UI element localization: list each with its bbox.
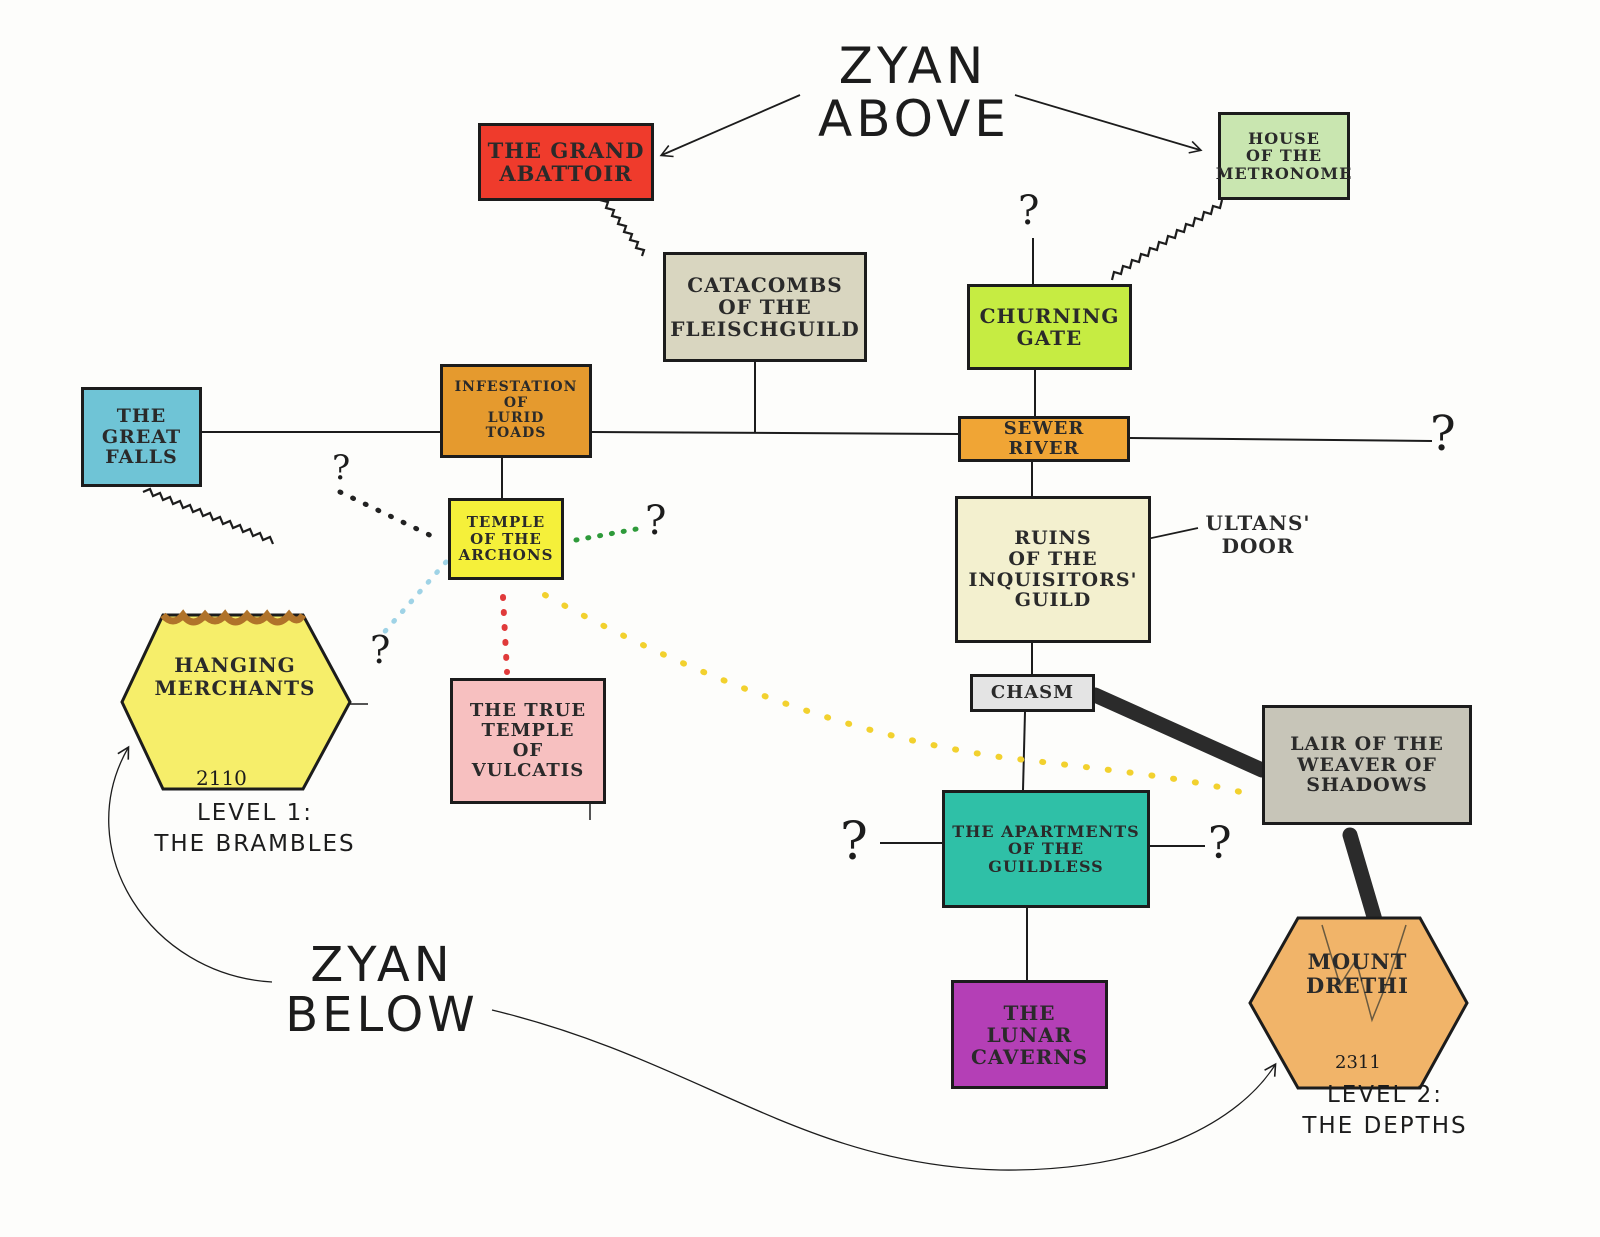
level-2-label: LEVEL 2: THE DEPTHS [1302, 1082, 1468, 1140]
level-1-label: LEVEL 1: THE BRAMBLES [154, 800, 356, 858]
stairs-metronome-churning [1110, 199, 1224, 281]
node-lunar[interactable]: THE LUNAR CAVERNS [951, 980, 1108, 1089]
unknown-above-churning: ? [1018, 188, 1040, 234]
stairs-abattoir-catacombs [599, 198, 646, 257]
unknown-southwest-temple: ? [370, 628, 391, 672]
ultans-door-label: ULTANS' DOOR [1205, 511, 1311, 558]
dotted-path-red [500, 594, 510, 675]
dotted-path-green [573, 525, 645, 543]
stairs-falls-merchants [142, 487, 275, 545]
hex-hanging-merchants[interactable] [120, 613, 352, 791]
dotted-path-black [337, 489, 443, 543]
zyan-below-title: ZYAN BELOW [285, 937, 479, 1044]
link-chasm-apartments [1022, 711, 1026, 791]
dotted-path-yellow [542, 592, 1251, 797]
hex-number-mount-drethi: 2311 [1335, 1052, 1381, 1073]
node-apartments[interactable]: THE APARTMENTS OF THE GUILDLESS [942, 790, 1150, 908]
node-true-temple[interactable]: THE TRUE TEMPLE OF VULCATIS [450, 678, 606, 804]
node-temple-archons[interactable]: TEMPLE OF THE ARCHONS [448, 498, 564, 580]
node-chasm[interactable]: CHASM [970, 674, 1095, 712]
unknown-east-temple: ? [645, 498, 667, 544]
unknown-east-apartments: ? [1208, 818, 1232, 869]
node-catacombs[interactable]: CATACOMBS OF THE FLEISCHGUILD [663, 252, 867, 362]
node-grand-abattoir[interactable]: THE GRAND ABATTOIR [478, 123, 654, 201]
dotted-path-blue [377, 559, 449, 640]
node-infestation[interactable]: INFESTATION OF LURID TOADS [440, 364, 592, 458]
arrow-to-hanging-merchants [108, 745, 273, 983]
link-sewer-unknown [1129, 437, 1433, 442]
hex-merchants-bramble-edge [160, 609, 307, 626]
tunnel-lair-drethi [1342, 827, 1383, 928]
zyan-above-title: ZYAN ABOVE [818, 37, 1010, 148]
unknown-west-apartments: ? [840, 812, 868, 872]
node-lair[interactable]: LAIR OF THE WEAVER OF SHADOWS [1262, 705, 1472, 825]
unknown-northwest-temple: ? [332, 448, 351, 488]
node-ruins[interactable]: RUINS OF THE INQUISITORS' GUILD [955, 496, 1151, 643]
label-mount-drethi: MOUNT DRETHI [1306, 949, 1409, 999]
arrow-to-grand-abattoir [659, 94, 801, 158]
node-house-metronome[interactable]: HOUSE OF THE METRONOME [1216, 112, 1351, 200]
label-hanging-merchants: HANGING MERCHANTS [154, 653, 316, 700]
node-sewer-river[interactable]: SEWER RIVER [958, 416, 1130, 462]
hex-mount-drethi[interactable] [1248, 916, 1469, 1090]
mount-drethi-peak-sketch [1321, 924, 1407, 1023]
arrow-to-house-metronome [1014, 94, 1203, 154]
node-churning-gate[interactable]: CHURNING GATE [967, 284, 1132, 370]
hex-number-hanging-merchants: 2110 [196, 766, 247, 790]
arrow-to-mount-drethi [491, 1009, 1277, 1171]
tunnel-chasm-lair [1087, 687, 1270, 778]
unknown-east-sewer: ? [1430, 406, 1456, 462]
node-great-falls[interactable]: THE GREAT FALLS [81, 387, 202, 487]
link-infestation-sewer [591, 431, 959, 435]
